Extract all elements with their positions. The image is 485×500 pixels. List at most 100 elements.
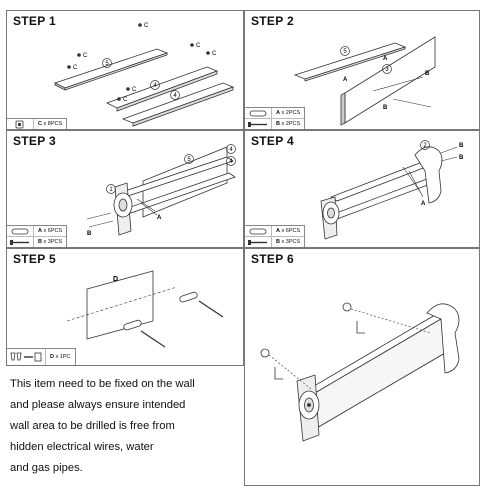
wall-screw-bottom — [260, 348, 270, 358]
step-1-label-c-4: C — [196, 43, 201, 49]
step-3-illustration: A B 1 5 4 4 — [86, 144, 236, 237]
step-2-callout-3 — [382, 64, 392, 74]
dowel-icon — [7, 226, 34, 236]
part-code: B — [276, 239, 280, 245]
step-2-parts-list: A x 2PCS B x 2PCS — [245, 107, 306, 129]
long-screw-icon — [245, 237, 272, 247]
part-code: C — [38, 121, 42, 127]
step-2-callout-5 — [340, 46, 350, 56]
step-6-illustration — [260, 302, 460, 442]
parts-row: B x 3PCS — [7, 237, 66, 247]
part-qty: x 6PCS — [43, 228, 63, 234]
step-5-parts-list: D x 1PC — [7, 348, 76, 365]
step-4-title: STEP 4 — [251, 134, 294, 148]
part-code: B — [276, 121, 280, 127]
step-1-title: STEP 1 — [13, 14, 56, 28]
warning-line: wall area to be drilled is free from — [10, 420, 175, 432]
step-5-label-d: D — [113, 276, 118, 283]
step-4-label-b-2: B — [459, 155, 464, 161]
step-1-label-c-7: C — [132, 87, 137, 93]
step-3-number-1: 1 — [109, 187, 113, 193]
step-3-callout-4a — [226, 144, 236, 154]
parts-row: A x 6PCS — [7, 226, 67, 237]
step-2-panel: STEP 2 A A B B 5 — [244, 10, 480, 130]
step-3-number-4a: 4 — [229, 147, 233, 153]
step-4-callout-2 — [420, 140, 430, 150]
step-1-number-4b: 4 — [173, 93, 177, 99]
step-4-label-b-1: B — [459, 143, 464, 149]
step-2-illustration: A A B B 5 3 — [293, 36, 436, 126]
step-1-parts-list: C x 8PCS — [7, 118, 68, 129]
step-4-illustration: B B A 2 — [320, 140, 464, 240]
step-2-number-5: 5 — [343, 49, 347, 55]
step-2-label-a-1: A — [343, 77, 348, 83]
step-1-callout-5 — [102, 58, 112, 68]
step-1-callout-4b — [170, 90, 180, 100]
parts-row: B x 2PCS — [245, 119, 304, 129]
dowel-icon — [245, 226, 272, 236]
wall-anchor-kit-icon — [7, 349, 46, 365]
step-3-callout-4b — [226, 156, 236, 166]
step-2-label-b-1: B — [425, 71, 430, 77]
parts-row: D x 1PC — [7, 349, 75, 365]
part-qty: x 1PC — [55, 354, 71, 360]
part-qty: x 6PCS — [281, 228, 301, 234]
part-code: B — [38, 239, 42, 245]
wall-mounting-warning: This item need to be fixed on the wall a… — [10, 374, 230, 479]
parts-row: B x 3PCS — [245, 237, 304, 247]
step-1-number-4a: 4 — [153, 83, 157, 89]
step-2-label-a-2: A — [383, 56, 388, 62]
step-1-number-5: 5 — [105, 61, 109, 67]
step-6-title: STEP 6 — [251, 252, 294, 266]
part-code: D — [50, 354, 54, 360]
step-2-number-3: 3 — [385, 67, 389, 73]
step-1-panel: STEP 1 C C C C C C C — [6, 10, 244, 130]
step-3-number-5: 5 — [187, 157, 191, 163]
warning-line: hidden electrical wires, water — [10, 441, 154, 453]
step-3-title: STEP 3 — [13, 134, 56, 148]
step-1-label-c-5: C — [212, 51, 217, 57]
step-5-title: STEP 5 — [13, 252, 56, 266]
part-code: A — [38, 228, 42, 234]
step-3-number-4b: 4 — [229, 159, 233, 165]
screw-icon — [7, 119, 34, 129]
step-5-illustration: D — [66, 270, 224, 348]
step-6-panel: STEP 6 — [244, 248, 480, 486]
step-3-callout-5 — [184, 154, 194, 164]
step-3-label-b: B — [87, 231, 92, 237]
part-code: A — [276, 110, 280, 116]
step-4-number-2: 2 — [423, 143, 427, 149]
step-4-label-a: A — [421, 201, 426, 207]
step-3-panel: STEP 3 A B — [6, 130, 244, 248]
step-4-parts-list: A x 6PCS B x 3PCS — [245, 225, 306, 247]
wall-plate — [86, 270, 154, 340]
dowel-icon — [245, 108, 272, 118]
step-4-panel: STEP 4 B B A — [244, 130, 480, 248]
warning-line: and please always ensure intended — [10, 399, 186, 411]
step-1-illustration: C C C C C C C 5 4 4 — [53, 23, 235, 127]
part-qty: x 2PCS — [281, 121, 301, 127]
warning-line: This item need to be fixed on the wall — [10, 378, 195, 390]
wall-screw-top — [342, 302, 352, 312]
parts-row: C x 8PCS — [7, 119, 66, 129]
step-1-label-c-2: C — [73, 65, 78, 71]
part-qty: x 3PCS — [43, 239, 63, 245]
part-qty: x 8PCS — [43, 121, 63, 127]
long-screw-icon — [7, 237, 34, 247]
step-1-label-c-1: C — [144, 23, 149, 29]
step-1-label-c-6: C — [123, 97, 128, 103]
step-3-parts-list: A x 6PCS B x 3PCS — [7, 225, 68, 247]
long-screw-icon — [245, 119, 272, 129]
step-1-callout-4a — [150, 80, 160, 90]
parts-row: A x 6PCS — [245, 226, 305, 237]
step-3-label-a: A — [157, 215, 162, 221]
step-2-label-b-2: B — [383, 105, 388, 111]
part-code: A — [276, 228, 280, 234]
step-2-title: STEP 2 — [251, 14, 294, 28]
part-qty: x 2PCS — [281, 110, 301, 116]
step-5-panel: STEP 5 D D x 1PC — [6, 248, 244, 366]
parts-row: A x 2PCS — [245, 108, 305, 119]
step-3-callout-1 — [106, 184, 116, 194]
step-1-label-c-3: C — [83, 53, 88, 59]
